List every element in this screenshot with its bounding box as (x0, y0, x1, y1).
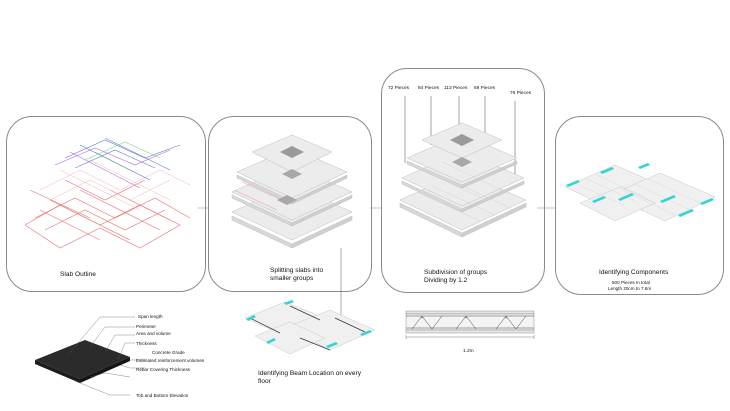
piece-count-2: 84 Pieces (418, 86, 440, 91)
prop-area-volume: Area and volume (136, 331, 171, 336)
components-drawing (564, 163, 716, 222)
prop-perimeter: Perimeter (136, 324, 156, 329)
slab-outline-caption: Slab Outline (60, 271, 96, 278)
piece-count-4: 69 Pieces (474, 86, 496, 91)
slab-outline-drawing (24, 137, 191, 249)
beam-connector-line (340, 248, 342, 316)
subdivided-slabs-drawing (399, 122, 527, 238)
prop-reinforcement: Estimated reinforcement volumes (136, 358, 205, 363)
splitting-caption: Splitting slabs into smaller groups (270, 267, 324, 283)
piece-count-3: 113 Pieces (444, 86, 468, 91)
prop-span-length: Span length (138, 314, 163, 319)
beam-location-drawing (244, 300, 376, 355)
prop-rebar-cover: Rebar Covering Thickness (136, 367, 191, 372)
slab-block-drawing (35, 316, 145, 396)
prop-concrete-grade: Concrete Grade (152, 350, 185, 355)
prop-elevation: Tob and Bottom Elevation (136, 393, 189, 398)
slab-section-drawing (405, 310, 535, 339)
piece-count-1: 72 Pieces (388, 86, 410, 91)
components-caption: Identifying Components (599, 269, 669, 276)
subdivision-caption-2: Dividing by 1.2 (424, 277, 468, 284)
stacked-slabs-drawing (231, 134, 353, 249)
beam-caption: Identifying Beam Location on every floor (258, 370, 361, 386)
piece-count-5: 76 Pieces (510, 91, 532, 96)
length-range-text: Length 20cm to 7.6m (608, 286, 652, 291)
section-dimension-label: 1.2m (463, 349, 474, 354)
prop-thickness: Thickness (136, 341, 157, 346)
subdivision-caption-1: Subdivision of groups (424, 269, 488, 276)
pieces-total-text: 500 Pieces In total (612, 280, 650, 285)
slab-outline-panel (6, 116, 206, 292)
